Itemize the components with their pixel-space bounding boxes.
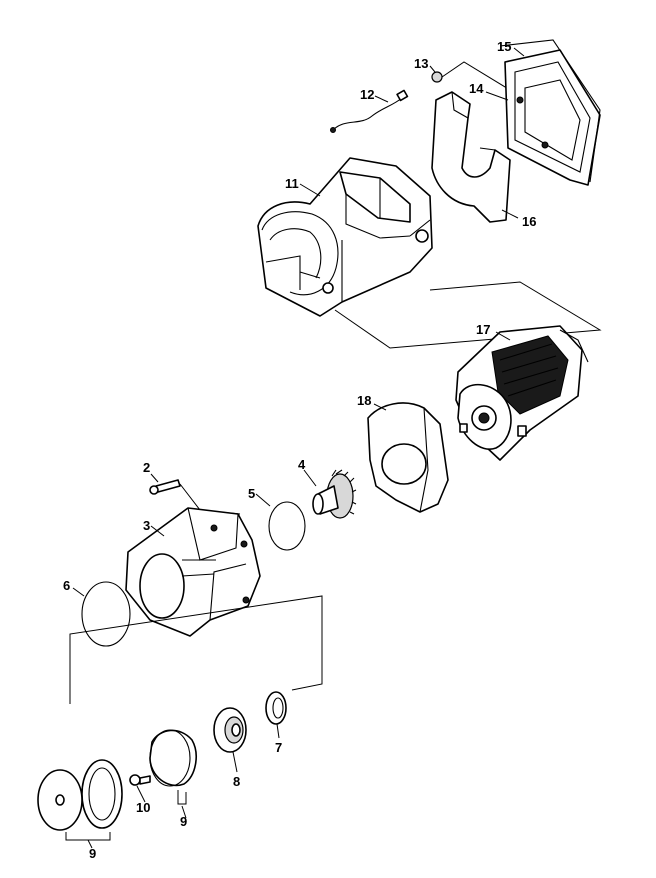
bearing-part-8 — [213, 707, 247, 753]
nut-part-13 — [431, 61, 511, 91]
gear-part-4 — [312, 469, 357, 519]
motor-assembly-part-17 — [455, 325, 589, 461]
washer-part-10 — [129, 774, 151, 786]
seal-part-9 — [81, 759, 123, 829]
callout-15: 15 — [497, 39, 511, 54]
plate-part-9 — [37, 769, 83, 831]
callout-2: 2 — [143, 460, 150, 475]
callout-14: 14 — [469, 81, 484, 96]
callout-13: 13 — [414, 56, 428, 71]
end-cover-part-14 — [504, 49, 601, 186]
callout-3: 3 — [143, 518, 150, 533]
gear-housing-part-3 — [125, 507, 261, 637]
callout-12: 12 — [360, 87, 374, 102]
callout-9-group: 9 — [89, 846, 96, 861]
callout-11: 11 — [285, 176, 299, 191]
callout-16: 16 — [522, 214, 536, 229]
cap-part-9 — [149, 729, 197, 805]
callout-8: 8 — [233, 774, 240, 789]
spacer-part-18 — [367, 402, 449, 513]
callout-18: 18 — [357, 393, 371, 408]
callout-7: 7 — [275, 740, 282, 755]
assembly-bracket-line-bottom — [69, 595, 323, 704]
callout-17: 17 — [476, 322, 490, 337]
callout-6: 6 — [63, 578, 70, 593]
callout-10: 10 — [136, 800, 150, 815]
group-bracket-9 — [65, 832, 111, 849]
assembly-bracket-line-top — [334, 281, 602, 349]
callout-labels: 2 3 4 5 6 7 8 9 9 10 11 12 13 14 15 16 1… — [63, 39, 536, 861]
bushing-part-7 — [265, 691, 287, 725]
oring-part-6 — [81, 581, 131, 647]
gasket-part-15 — [499, 39, 601, 183]
oring-part-5 — [268, 501, 306, 551]
callout-5: 5 — [248, 486, 255, 501]
insulator-part-16 — [431, 91, 511, 223]
wire-lead-part-12 — [330, 89, 409, 133]
housing-part-11 — [257, 157, 433, 317]
callout-4: 4 — [298, 457, 306, 472]
leader-lines — [72, 47, 525, 819]
callout-9-cap: 9 — [180, 814, 187, 829]
